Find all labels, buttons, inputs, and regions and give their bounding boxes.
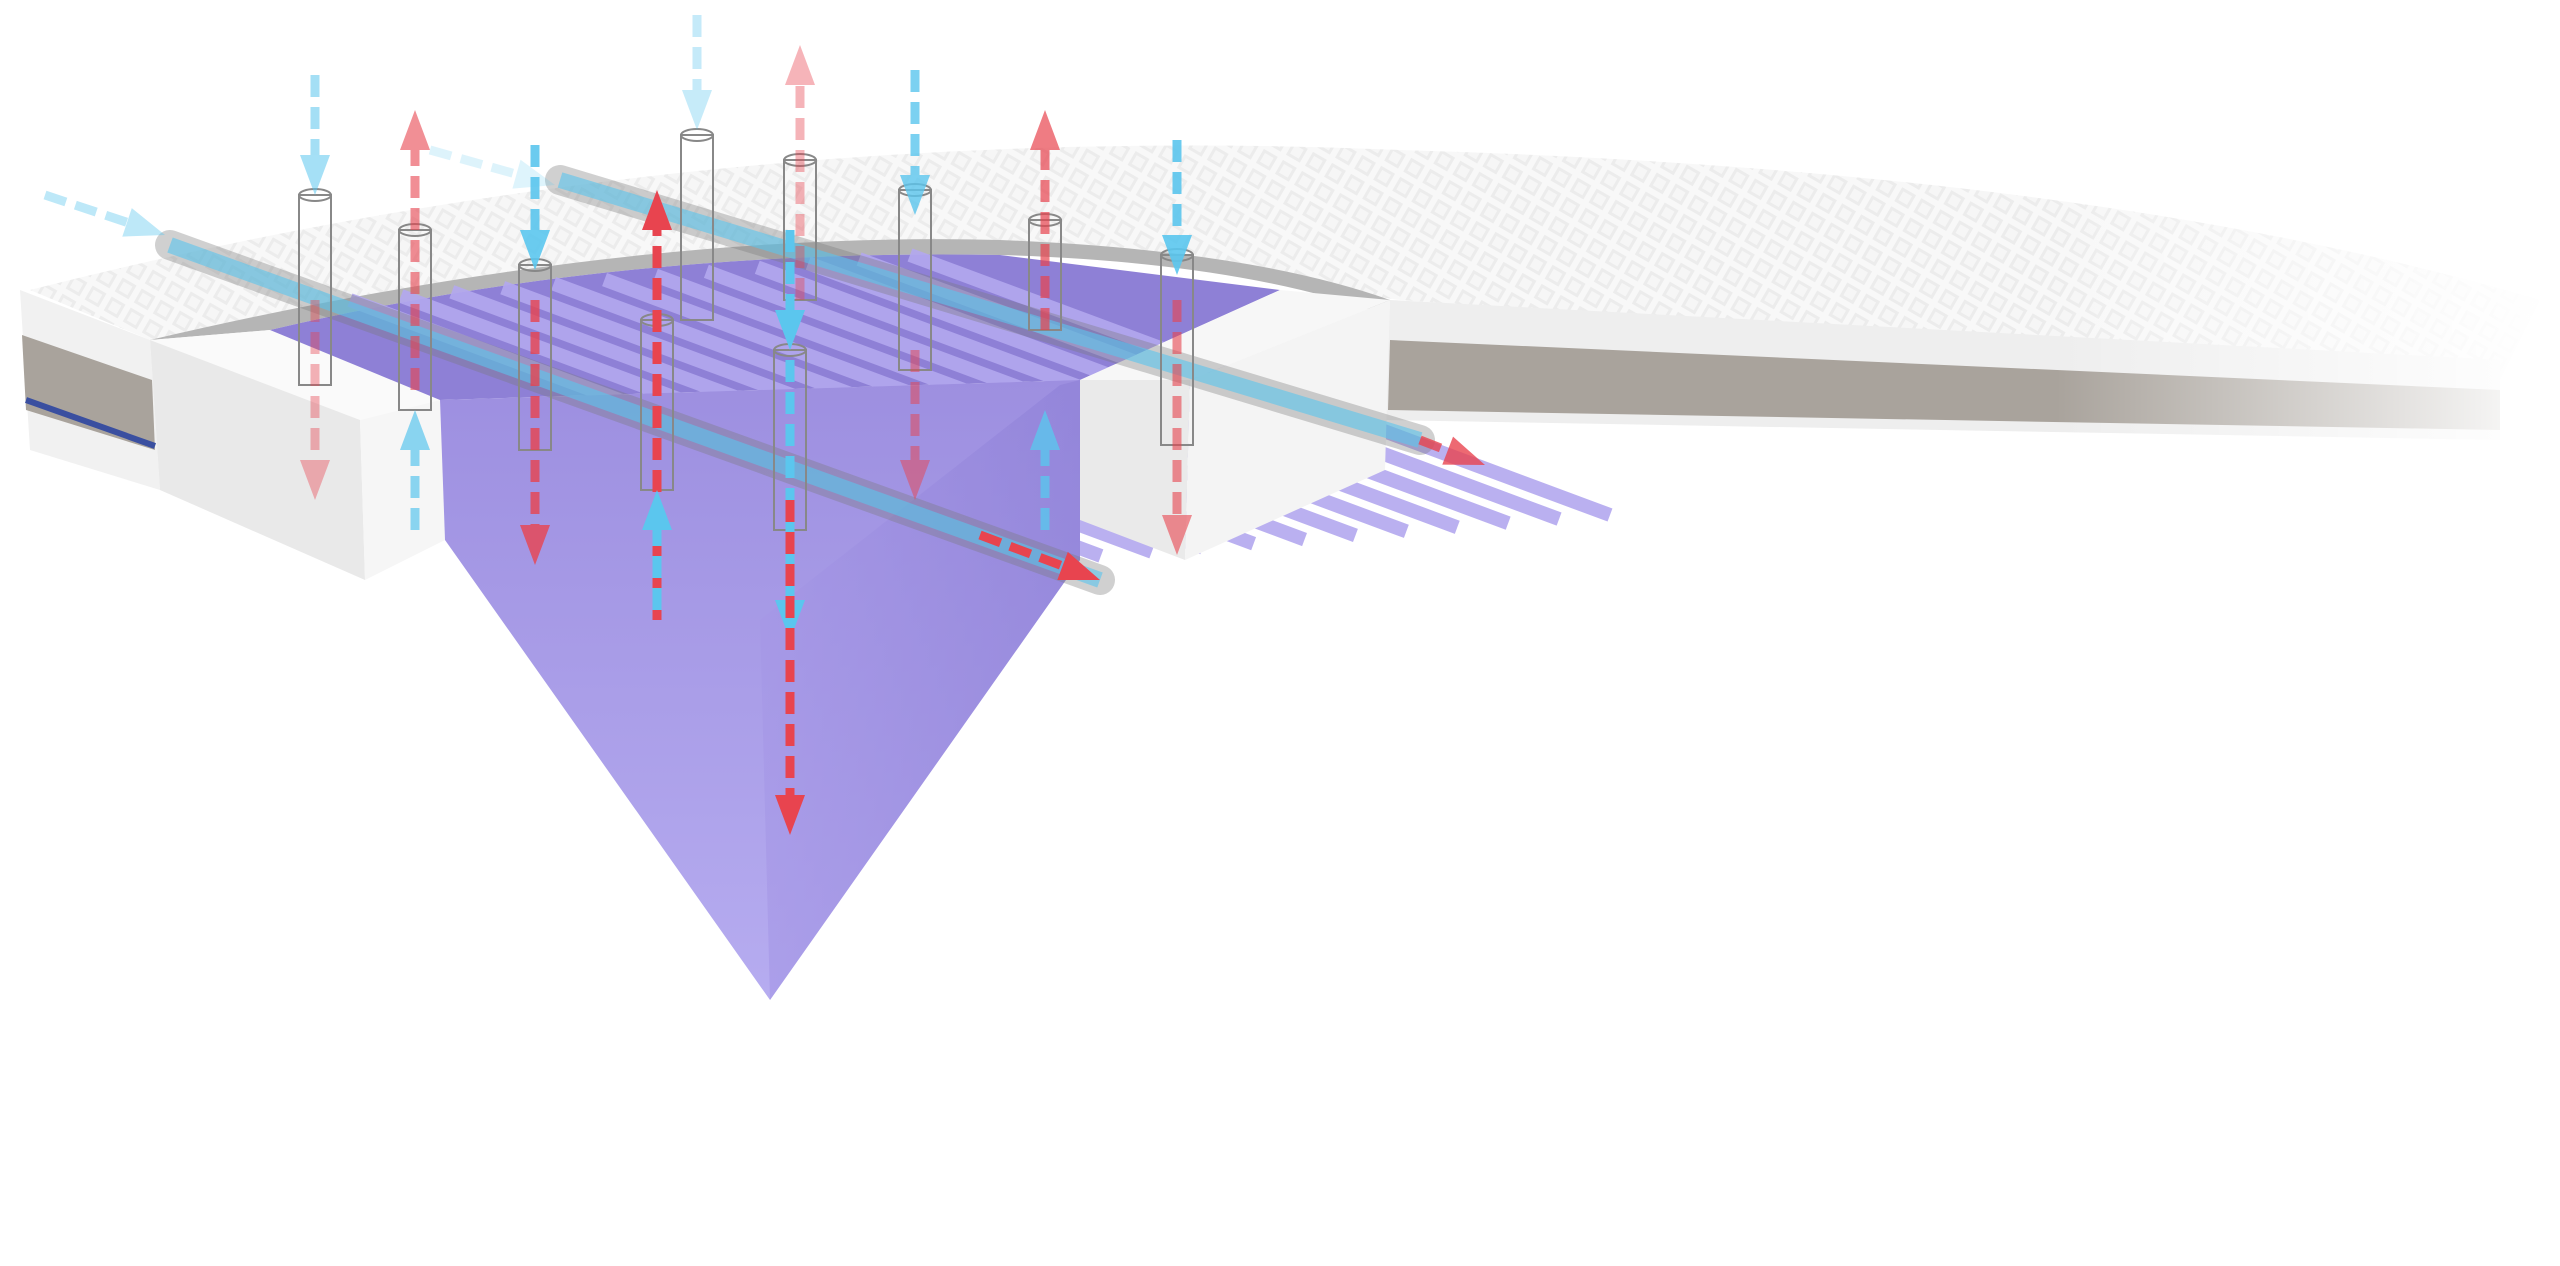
foam-block-right-side — [1185, 300, 1390, 560]
vertical-air-channel — [680, 134, 714, 321]
airflow-arrow-shaft — [978, 530, 1065, 571]
warm-air-arrowhead-icon — [775, 795, 805, 835]
warm-air-arrowhead-icon — [1162, 515, 1192, 555]
fade-overlay — [1300, 120, 2560, 520]
cool-air-arrowhead-icon — [1162, 235, 1192, 275]
cool-air-arrowhead-icon — [775, 600, 805, 640]
foam-block-left-top — [150, 330, 440, 420]
cool-air-arrowhead-icon — [682, 90, 712, 130]
airflow-arrow-shaft — [428, 145, 518, 179]
channel-opening — [680, 128, 714, 142]
vertical-air-channel — [783, 159, 817, 301]
cool-air-arrowhead-icon — [512, 159, 555, 189]
channel-opening — [783, 153, 817, 167]
warm-air-arrowhead-icon — [520, 525, 550, 565]
air-channel-flow-cool — [557, 172, 1423, 448]
foam-block-left-front — [150, 340, 365, 580]
cool-air-arrowhead-icon — [642, 490, 672, 530]
airflow-arrows — [43, 15, 1485, 835]
cool-air-arrowhead-icon — [520, 230, 550, 270]
warm-air-arrowhead-icon — [400, 110, 430, 150]
airflow-arrow-shaft — [1418, 435, 1450, 455]
cool-air-arrowhead-icon — [775, 310, 805, 350]
airflow-arrow-shaft — [43, 190, 129, 227]
mattress-side-band-left — [22, 335, 155, 450]
warm-air-arrowhead-icon — [785, 45, 815, 85]
cool-air-arrowhead-icon — [900, 175, 930, 215]
cool-air-arrowhead-icon — [400, 410, 430, 450]
mattress-blue-piping-left — [24, 397, 157, 449]
warm-air-arrowhead-icon — [900, 460, 930, 500]
warm-air-arrowhead-icon — [1442, 436, 1485, 465]
cool-air-arrowhead-icon — [122, 208, 165, 237]
cool-air-arrowhead-icon — [300, 155, 330, 195]
air-channels — [155, 128, 1435, 595]
warm-air-arrowhead-icon — [300, 460, 330, 500]
foam-block-purple-side — [760, 380, 1080, 1000]
foam-block-left-side — [360, 400, 445, 580]
warm-air-arrowhead-icon — [642, 190, 672, 230]
air-channel-flow-cool — [167, 237, 1103, 588]
warm-air-arrowhead-icon — [1057, 551, 1100, 580]
warm-air-arrowhead-icon — [1030, 110, 1060, 150]
cool-air-arrowhead-icon — [1030, 410, 1060, 450]
